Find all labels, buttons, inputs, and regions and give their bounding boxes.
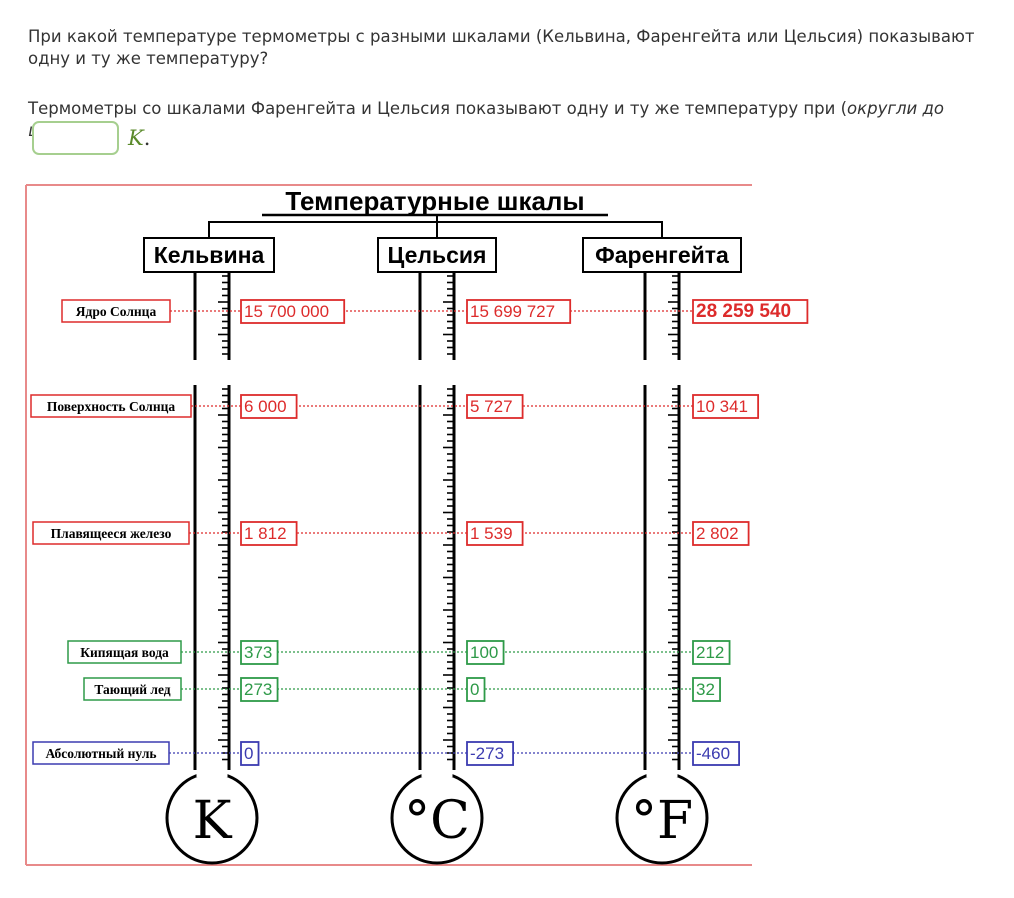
- reading-value-box: [692, 299, 809, 324]
- diagram-title: Температурные шкалы: [285, 186, 584, 216]
- reading-value-box: [692, 521, 750, 546]
- scale-header-box: [377, 237, 497, 273]
- reading-label: Плавящееся железо: [51, 526, 172, 541]
- reading-value-box: [466, 299, 572, 324]
- reading-value: 1 539: [470, 524, 513, 543]
- reading-value: 15 700 000: [244, 302, 329, 321]
- reading-value-box: [240, 677, 279, 702]
- reading-value: -273: [470, 744, 504, 763]
- prompt-prefix: Термометры со шкалами Фаренгейта и Цельс…: [28, 99, 848, 118]
- reading-value-box: [692, 394, 760, 419]
- reading-value: 373: [244, 643, 272, 662]
- reading-value: 32: [696, 680, 715, 699]
- unit-symbol: K: [128, 126, 144, 150]
- reading-label: Поверхность Солнца: [47, 399, 176, 414]
- reading-value: 273: [244, 680, 272, 699]
- reading-value: 15 699 727: [470, 302, 555, 321]
- reading-value-box: [240, 640, 279, 665]
- answer-unit: K.: [128, 126, 150, 150]
- scale-symbol: °F: [631, 791, 693, 851]
- reading-value-box: [240, 741, 260, 766]
- scale-symbol: K: [193, 791, 233, 851]
- reading-value-box: [692, 640, 731, 665]
- reading-value-box: [240, 299, 346, 324]
- reading-value-box: [240, 394, 298, 419]
- reading-value: 1 812: [244, 524, 287, 543]
- reading-value: 0: [244, 744, 253, 763]
- bulb-neck: [421, 765, 453, 777]
- reading-value: 6 000: [244, 397, 287, 416]
- reading-value-box: [466, 677, 486, 702]
- reading-value-box: [240, 521, 298, 546]
- reading-value: 5 727: [470, 397, 513, 416]
- reading-label: Ядро Солнца: [76, 304, 157, 319]
- reading-value-box: [466, 521, 524, 546]
- reading-label: Абсолютный нуль: [45, 746, 156, 761]
- bulb-neck: [196, 765, 228, 777]
- question-prompt: Термометры со шкалами Фаренгейта и Цельс…: [28, 98, 1003, 142]
- reading-value: 28 259 540: [696, 301, 791, 322]
- reading-value-box: [692, 677, 721, 702]
- bulb-neck: [646, 765, 678, 777]
- scale-name: Цельсия: [388, 242, 487, 268]
- unit-dot: .: [143, 126, 151, 150]
- scale-name: Кельвина: [154, 242, 265, 268]
- reading-label: Тающий лед: [94, 682, 170, 697]
- reading-label: Кипящая вода: [80, 645, 169, 660]
- answer-input[interactable]: [32, 121, 119, 155]
- reading-value-box: [466, 741, 514, 766]
- reading-value-box: [466, 394, 524, 419]
- reading-value: -460: [696, 744, 730, 763]
- reading-value: 0: [470, 680, 479, 699]
- reading-value-box: [466, 640, 505, 665]
- reading-value-box: [692, 741, 740, 766]
- reading-value: 100: [470, 643, 498, 662]
- scale-symbol: °C: [404, 791, 470, 851]
- scale-name: Фаренгейта: [595, 242, 729, 268]
- reading-value: 212: [696, 643, 724, 662]
- question-text: При какой температуре термометры с разны…: [28, 27, 975, 68]
- reading-value: 10 341: [696, 397, 748, 416]
- scale-header-box: [143, 237, 275, 273]
- scale-header-box: [582, 237, 742, 273]
- bracket-right: [437, 221, 663, 238]
- reading-value: 2 802: [696, 524, 739, 543]
